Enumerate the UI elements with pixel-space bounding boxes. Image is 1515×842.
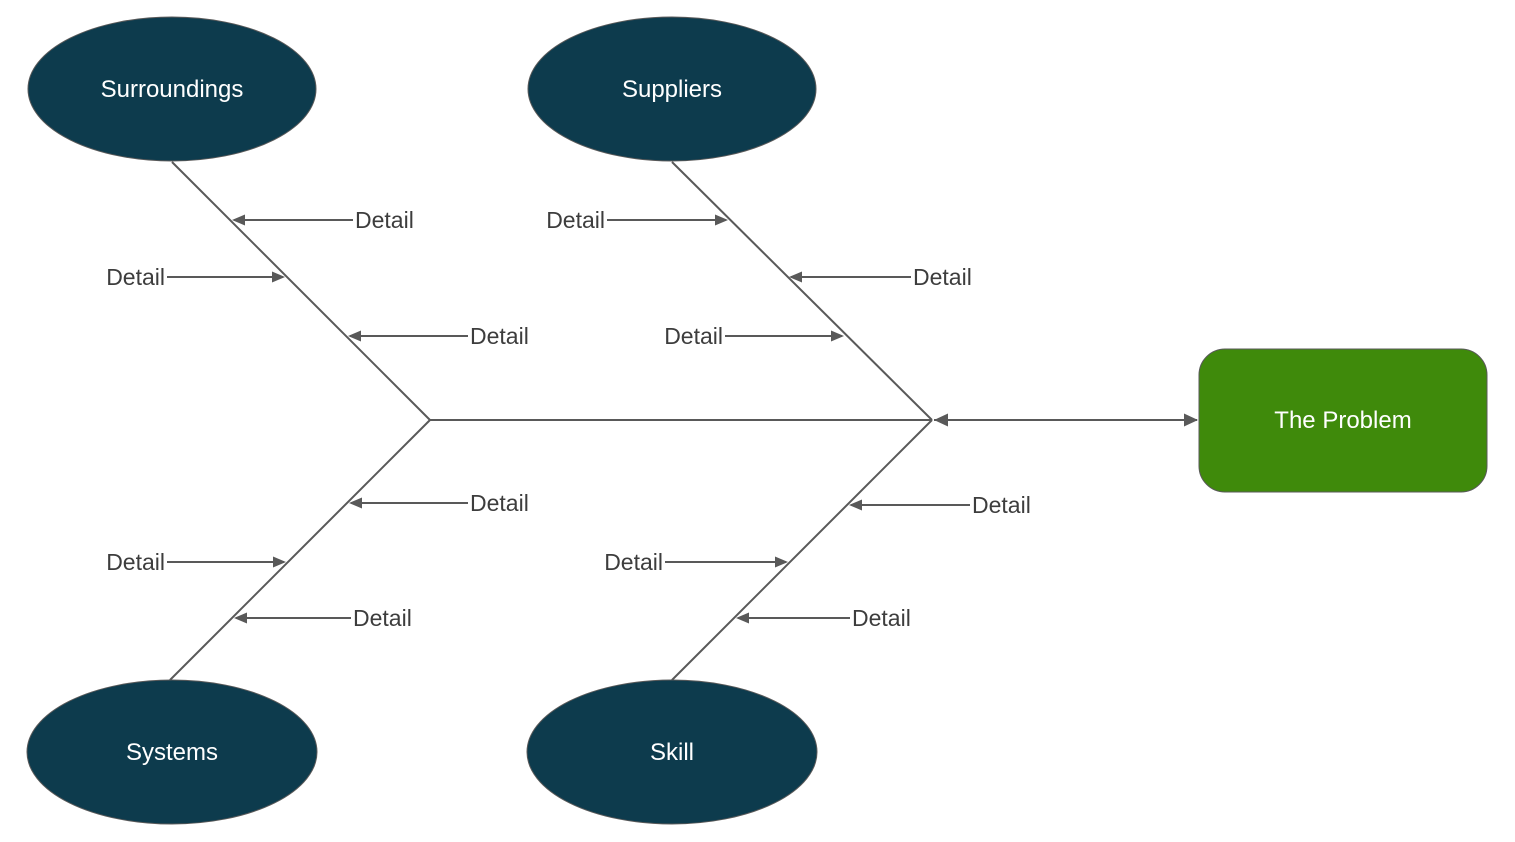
detail-arrowhead bbox=[849, 499, 862, 511]
category-ellipse[interactable] bbox=[526, 679, 818, 825]
detail-arrowhead bbox=[831, 330, 844, 342]
detail-label[interactable]: Detail bbox=[972, 492, 1031, 518]
detail-arrowhead bbox=[232, 214, 245, 226]
detail-arrowhead bbox=[736, 612, 749, 624]
detail-label[interactable]: Detail bbox=[604, 549, 663, 575]
problem-node[interactable]: The Problem bbox=[1198, 348, 1488, 493]
detail-item: Detail bbox=[232, 207, 414, 233]
detail-label[interactable]: Detail bbox=[106, 549, 165, 575]
category-node-suppliers[interactable]: Suppliers bbox=[527, 16, 817, 162]
detail-label[interactable]: Detail bbox=[106, 264, 165, 290]
category-label: Surroundings bbox=[101, 76, 244, 103]
detail-label[interactable]: Detail bbox=[852, 605, 911, 631]
detail-arrowhead bbox=[348, 330, 361, 342]
category-ellipse[interactable] bbox=[26, 679, 318, 825]
detail-label[interactable]: Detail bbox=[470, 490, 529, 516]
detail-item: Detail bbox=[348, 323, 529, 349]
category-label: Skill bbox=[650, 739, 694, 766]
detail-arrowhead bbox=[272, 271, 285, 283]
detail-arrowhead bbox=[775, 556, 788, 568]
category-node-surroundings[interactable]: Surroundings bbox=[27, 16, 317, 162]
detail-item: Detail bbox=[106, 264, 285, 290]
bone-line-suppliers bbox=[671, 161, 933, 421]
category-label: Systems bbox=[126, 739, 218, 766]
detail-item: Detail bbox=[789, 264, 972, 290]
bone-line-skill bbox=[671, 419, 933, 681]
detail-arrowhead bbox=[273, 556, 286, 568]
spine-arrowhead-left bbox=[934, 413, 948, 427]
problem-rect[interactable] bbox=[1198, 348, 1488, 493]
problem-label: The Problem bbox=[1274, 407, 1411, 434]
detail-item: Detail bbox=[106, 549, 286, 575]
detail-label[interactable]: Detail bbox=[470, 323, 529, 349]
detail-label[interactable]: Detail bbox=[913, 264, 972, 290]
detail-item: Detail bbox=[546, 207, 728, 233]
bone-line-surroundings bbox=[171, 161, 431, 421]
detail-label[interactable]: Detail bbox=[664, 323, 723, 349]
detail-item: Detail bbox=[234, 605, 412, 631]
detail-arrowhead bbox=[234, 612, 247, 624]
category-label: Suppliers bbox=[622, 76, 722, 103]
category-ellipse[interactable] bbox=[27, 16, 317, 162]
detail-item: Detail bbox=[349, 490, 529, 516]
detail-label[interactable]: Detail bbox=[353, 605, 412, 631]
detail-arrowhead bbox=[349, 497, 362, 509]
spine-arrowhead-right bbox=[1184, 413, 1198, 427]
category-ellipse[interactable] bbox=[527, 16, 817, 162]
category-node-systems[interactable]: Systems bbox=[26, 679, 318, 825]
detail-arrowhead bbox=[789, 271, 802, 283]
detail-item: Detail bbox=[664, 323, 844, 349]
detail-label[interactable]: Detail bbox=[546, 207, 605, 233]
category-node-skill[interactable]: Skill bbox=[526, 679, 818, 825]
detail-arrowhead bbox=[715, 214, 728, 226]
detail-label[interactable]: Detail bbox=[355, 207, 414, 233]
detail-item: Detail bbox=[849, 492, 1031, 518]
detail-item: Detail bbox=[604, 549, 788, 575]
detail-item: Detail bbox=[736, 605, 911, 631]
bone-line-systems bbox=[169, 419, 431, 681]
